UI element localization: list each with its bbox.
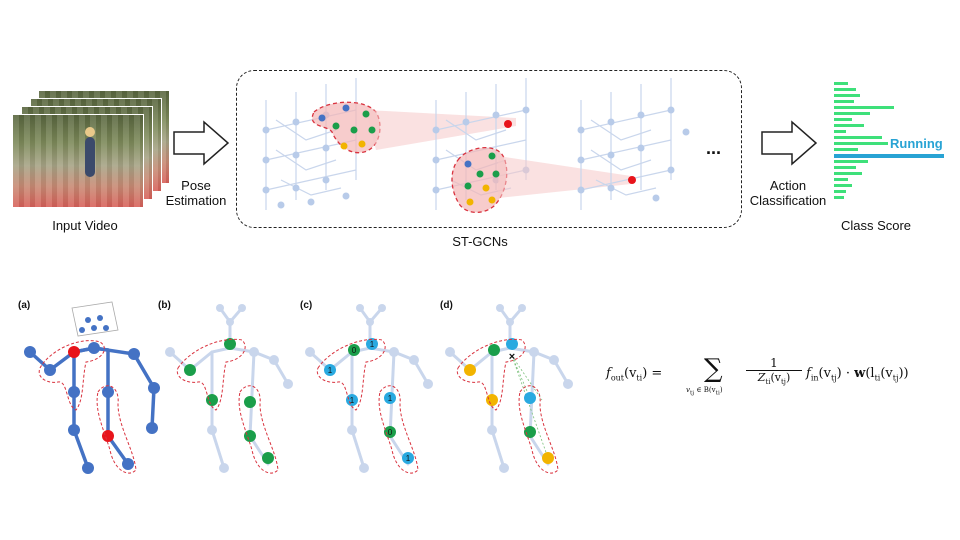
c-node-label-4: 1 <box>350 396 355 405</box>
top-class-label: Running <box>890 136 943 151</box>
stgcn-nodes-1 <box>262 111 350 209</box>
class-score-bars <box>834 82 944 199</box>
action-arrow-icon <box>761 120 818 166</box>
c-node-label-2: 1 <box>370 340 375 349</box>
rf2-nodes <box>464 152 500 206</box>
sum-sign: ∑ <box>704 354 723 384</box>
stgcn-box <box>236 70 742 228</box>
panel-c-skeleton: 0 1 1 1 1 0 1 <box>305 304 433 474</box>
red-target-node-2 <box>628 176 636 184</box>
stgcn-label: ST-GCNs <box>452 234 508 249</box>
c-node-label-1: 0 <box>352 346 357 355</box>
red-target-node-1 <box>504 120 512 128</box>
top-class-bar <box>834 154 944 158</box>
gcn-formula: fout(vti) = ∑ vtj ∈ B(vti) 1 Zti(vtj) fi… <box>606 354 909 397</box>
stgcn-graphs: ... <box>262 78 721 213</box>
panel-a-label: (a) <box>18 300 31 311</box>
panel-d-skeleton: × <box>445 304 573 474</box>
fraction: 1 Zti(vtj) <box>746 356 802 386</box>
c-node-label-3: 1 <box>328 366 333 375</box>
c-node-label-6: 0 <box>388 428 393 437</box>
panel-d-label: (d) <box>440 300 453 311</box>
panel-b-label: (b) <box>158 300 171 311</box>
panel-c-label: (c) <box>300 300 313 311</box>
c-node-label-5: 1 <box>388 394 393 403</box>
video-frame-front <box>12 114 144 208</box>
rf1-nodes <box>318 104 376 150</box>
stgcn-ellipsis: ... <box>706 138 721 158</box>
centroid-marker: × <box>509 351 515 363</box>
panel-b-skeleton <box>165 304 293 474</box>
class-score-label: Class Score <box>840 218 912 233</box>
action-classification-label: Action Classification <box>749 178 827 208</box>
pose-estimation-label: Pose Estimation <box>165 178 227 208</box>
projection-2 <box>498 156 631 198</box>
stgcn-nodes-3 <box>577 106 690 202</box>
stgcn-lattice-3 <box>580 78 672 210</box>
panel-a-skeleton <box>24 301 160 474</box>
pose-arrow-icon <box>173 120 230 166</box>
c-node-label-7: 1 <box>406 454 411 463</box>
input-video-label: Input Video <box>52 218 118 233</box>
